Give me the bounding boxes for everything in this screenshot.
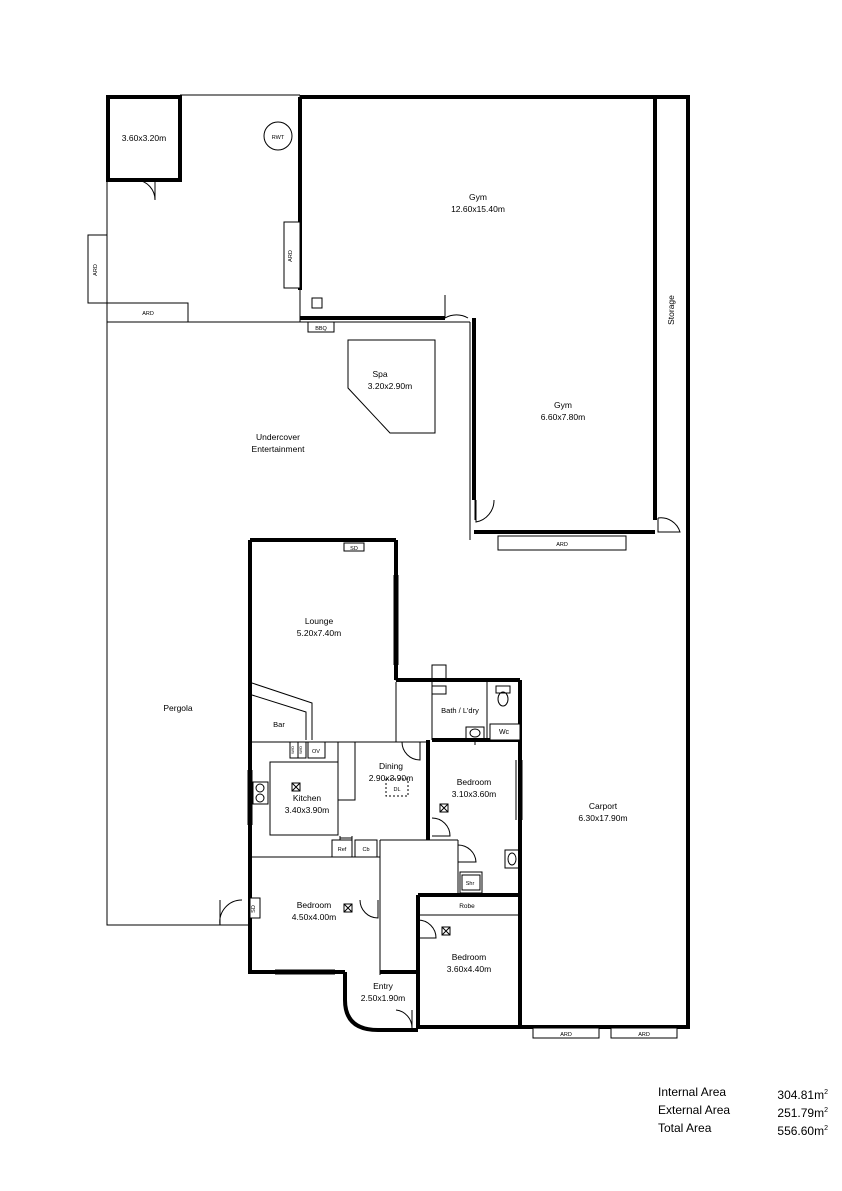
dining-dims: 2.90x3.90m bbox=[369, 773, 413, 783]
structural-walls bbox=[106, 95, 690, 1032]
spa-name: Spa bbox=[372, 369, 387, 379]
rwt-label: RWT bbox=[272, 135, 285, 141]
wo-label-1: W/O bbox=[290, 746, 295, 754]
gym-lower-name: Gym bbox=[554, 400, 572, 410]
wc-label: Wc bbox=[499, 729, 510, 736]
bedroom3-dims: 3.60x4.40m bbox=[447, 964, 491, 974]
area-summary: Internal Area 304.81m2 External Area 251… bbox=[658, 1085, 828, 1139]
ard-label-pergola: ARD bbox=[142, 311, 154, 317]
bbq-label: BBQ bbox=[315, 326, 327, 332]
lounge-dims: 5.20x7.40m bbox=[297, 628, 341, 638]
ard-label-west: ARD bbox=[93, 264, 99, 276]
area-label: External Area bbox=[658, 1103, 731, 1117]
bar-label: Bar bbox=[273, 720, 285, 729]
entry-name: Entry bbox=[373, 981, 394, 991]
bedroom2-name: Bedroom bbox=[297, 900, 332, 910]
rainwater-tank bbox=[263, 121, 293, 151]
lounge-name: Lounge bbox=[305, 616, 334, 626]
area-value: 304.81m2 bbox=[777, 1088, 828, 1102]
gym-upper-dims: 12.60x15.40m bbox=[451, 204, 505, 214]
ref-label: Ref bbox=[338, 847, 347, 853]
pergola-label: Pergola bbox=[163, 703, 193, 713]
ard-label-south2: ARD bbox=[638, 1032, 650, 1038]
bath-label: Bath / L'dry bbox=[441, 706, 479, 715]
area-value: 251.79m2 bbox=[777, 1106, 828, 1120]
area-label: Total Area bbox=[658, 1121, 712, 1135]
ov-label: OV bbox=[312, 749, 320, 755]
outline-walls bbox=[106, 94, 520, 975]
kitchen-name: Kitchen bbox=[293, 793, 322, 803]
ard-label-gym: ARD bbox=[288, 250, 294, 262]
spa-outline bbox=[347, 339, 436, 434]
shower-label: Shr bbox=[466, 881, 475, 887]
bedroom1-name: Bedroom bbox=[457, 777, 492, 787]
fixtures bbox=[252, 664, 520, 936]
area-row-internal: Internal Area 304.81m2 bbox=[658, 1085, 828, 1103]
area-label: Internal Area bbox=[658, 1085, 727, 1099]
undercover-line2: Entertainment bbox=[252, 444, 306, 454]
dining-name: Dining bbox=[379, 761, 403, 771]
robe-label: Robe bbox=[459, 903, 475, 910]
store-dims: 3.60x3.20m bbox=[122, 133, 166, 143]
bedroom1-dims: 3.10x3.60m bbox=[452, 789, 496, 799]
ard-label-south1: ARD bbox=[560, 1032, 572, 1038]
area-value: 556.60m2 bbox=[777, 1124, 828, 1138]
ard-label-carport: ARD bbox=[556, 542, 568, 548]
entry-dims: 2.50x1.90m bbox=[361, 993, 405, 1003]
sd-label-lounge: SD bbox=[350, 546, 358, 552]
door-swings bbox=[136, 179, 681, 1029]
gym-lower-dims: 6.60x7.80m bbox=[541, 412, 585, 422]
sd-label-bedroom: SD bbox=[251, 905, 257, 913]
cb-label: Cb bbox=[362, 847, 369, 853]
area-row-total: Total Area 556.60m2 bbox=[658, 1121, 828, 1139]
bedroom3-name: Bedroom bbox=[452, 952, 487, 962]
windows bbox=[247, 405, 523, 1028]
gym-upper-name: Gym bbox=[469, 192, 487, 202]
wo-label-2: W/O bbox=[298, 746, 303, 754]
openings bbox=[87, 221, 678, 1039]
spa-dims: 3.20x2.90m bbox=[368, 381, 412, 391]
storage-label: Storage bbox=[666, 295, 676, 325]
kitchen-dims: 3.40x3.90m bbox=[285, 805, 329, 815]
dl-label: DL bbox=[393, 787, 400, 793]
carport-dims: 6.30x17.90m bbox=[578, 813, 627, 823]
undercover-line1: Undercover bbox=[256, 432, 300, 442]
area-row-external: External Area 251.79m2 bbox=[658, 1103, 828, 1121]
carport-name: Carport bbox=[589, 801, 618, 811]
bedroom2-dims: 4.50x4.00m bbox=[292, 912, 336, 922]
